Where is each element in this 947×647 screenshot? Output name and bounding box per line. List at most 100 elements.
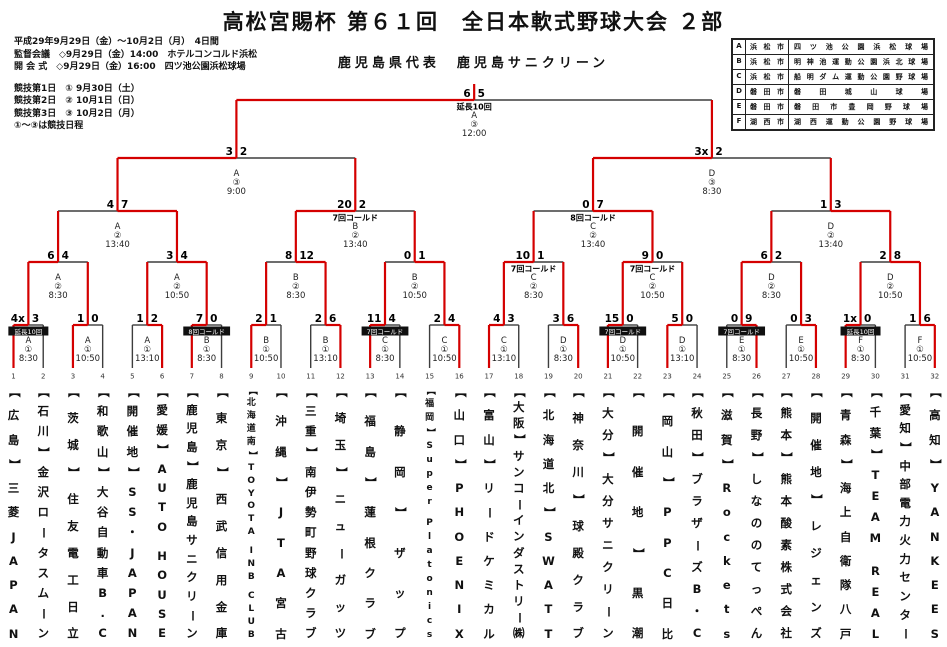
- score-left: 2: [315, 313, 322, 325]
- venue-letter: C: [650, 273, 656, 283]
- venue-letter: A: [233, 169, 239, 179]
- venue-city: 湖西市: [746, 115, 789, 129]
- start-time: 13:10: [670, 354, 695, 364]
- venue-letter: A: [55, 273, 61, 283]
- start-time: 10:50: [611, 354, 636, 364]
- day-number: ③: [470, 120, 478, 130]
- day-number: ②: [351, 231, 359, 241]
- day-number: ②: [886, 282, 894, 292]
- team-number: 23: [663, 373, 672, 381]
- venue-letter: F: [918, 336, 923, 346]
- team-number: 2: [41, 373, 45, 381]
- start-time: 10:50: [76, 354, 101, 364]
- venue-code: D: [733, 85, 746, 99]
- team-number: 4: [100, 373, 105, 381]
- team-number: 31: [901, 373, 910, 381]
- start-time: 13:40: [343, 240, 368, 250]
- competition-day2: 競技第2日 ② 10月1日（日）: [14, 96, 140, 106]
- score-left: 3: [553, 313, 560, 325]
- score-left: 6: [761, 250, 768, 262]
- day-number: ②: [54, 282, 62, 292]
- venue-city: 浜松市: [746, 40, 789, 54]
- start-time: 13:10: [492, 354, 517, 364]
- score-right: 6: [567, 313, 574, 325]
- venue-name: 明神池運動公園浜北球場: [794, 58, 928, 66]
- venue-letter: D: [887, 273, 894, 283]
- venue-letter: D: [560, 336, 567, 346]
- score-left: 0: [582, 199, 589, 211]
- score-left: 4: [493, 313, 500, 325]
- venue-name: 船明ダム運動公園野球場: [794, 73, 928, 81]
- team-number: 7: [190, 373, 194, 381]
- start-time: 10:50: [878, 291, 903, 301]
- start-time: 8:30: [197, 354, 216, 364]
- venue-letter: A: [471, 111, 477, 121]
- start-time: 8:30: [702, 187, 721, 197]
- venue-letter: A: [115, 222, 121, 232]
- team-number: 16: [455, 373, 464, 381]
- page-title: 高松宮賜杯 第６１回 全日本軟式野球大会 ２部: [222, 10, 725, 34]
- start-time: 9:00: [227, 187, 246, 197]
- score-right: 1: [270, 313, 277, 325]
- score-right: 2: [151, 313, 158, 325]
- start-time: 8:30: [762, 291, 781, 301]
- venue-letter: F: [858, 336, 863, 346]
- venue-letter: A: [25, 336, 31, 346]
- day-number: ②: [768, 282, 776, 292]
- team-number: 28: [811, 373, 820, 381]
- venue-name: 磐田城山球場: [794, 88, 928, 96]
- note-badge: [599, 326, 647, 336]
- score-right: 8: [894, 250, 901, 262]
- start-time: 8:30: [286, 291, 305, 301]
- team-number: 8: [219, 373, 223, 381]
- score-right: 3: [507, 313, 514, 325]
- start-time: 8:30: [851, 354, 870, 364]
- competition-day1: 競技第1日 ① 9月30日（土）: [14, 83, 140, 94]
- team-number: 19: [544, 373, 553, 381]
- team-number: 26: [752, 373, 761, 381]
- score-left: 3: [226, 146, 233, 158]
- team-number: 12: [336, 373, 345, 381]
- score-left: 8: [285, 250, 292, 262]
- team-number: 22: [633, 373, 642, 381]
- venue-city: 浜松市: [746, 70, 789, 84]
- note-badge: [8, 326, 49, 336]
- team-number: 14: [395, 373, 404, 381]
- score-right: 4: [62, 250, 69, 262]
- team-number: 30: [871, 373, 880, 381]
- opening-ceremony: 開 会 式 ◇9月29日（金）16:00 四ツ池公園浜松球場: [14, 62, 246, 72]
- team-number: 15: [425, 373, 434, 381]
- venue-name: 磐田市豊岡野球場: [794, 103, 928, 111]
- start-time: 13:40: [105, 240, 130, 250]
- start-time: 13:10: [313, 354, 338, 364]
- venue-letter: C: [590, 222, 596, 232]
- score-right: 1: [537, 250, 544, 262]
- score-left: 0: [731, 313, 738, 325]
- venue-code: F: [733, 115, 746, 129]
- venue-letter: A: [85, 336, 91, 346]
- day-number: ③: [708, 178, 716, 188]
- score-right: 3: [834, 199, 841, 211]
- day-number: ②: [827, 231, 835, 241]
- venue-code: A: [733, 40, 746, 54]
- day-number: ①: [857, 345, 865, 355]
- start-time: 13:40: [819, 240, 844, 250]
- score-left: 11: [367, 313, 382, 325]
- score-left: 15: [605, 313, 620, 325]
- venue-letter: B: [263, 336, 269, 346]
- start-time: 10:50: [402, 291, 427, 301]
- score-right: 0: [686, 313, 693, 325]
- note-badge: [718, 326, 766, 336]
- venue-letter: C: [501, 336, 507, 346]
- venue-letter: B: [323, 336, 329, 346]
- venue-code: B: [733, 55, 746, 69]
- score-left: 0: [404, 250, 411, 262]
- score-left: 0: [790, 313, 797, 325]
- team-number: 13: [366, 373, 375, 381]
- score-left: 2: [434, 313, 441, 325]
- score-left: 6: [463, 88, 470, 100]
